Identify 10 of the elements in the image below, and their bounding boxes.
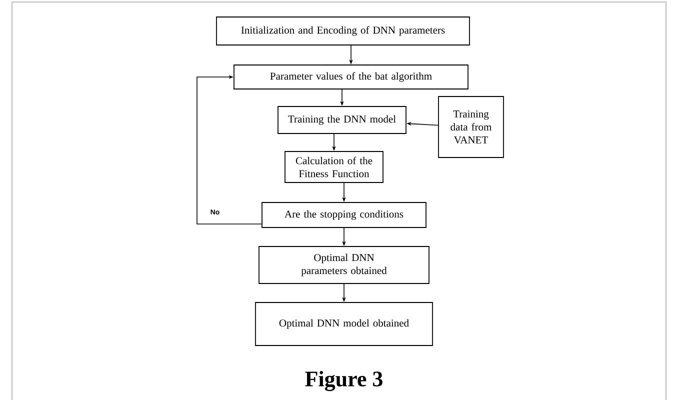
process-box: Training the DNN model (278, 106, 406, 134)
process-box: Parameter values of the bat algorithm (234, 64, 468, 90)
process-box: Calculation of the Fitness Function (284, 151, 384, 183)
process-box: Are the stopping conditions (262, 202, 426, 228)
process-box: Training data from VANET (438, 96, 504, 158)
process-box: Initialization and Encoding of DNN parameters (216, 16, 470, 46)
process-box: Optimal DNN parameters obtained (258, 246, 430, 284)
arrow (196, 75, 262, 224)
figure-caption: Figure 3 (305, 370, 382, 392)
process-box: Optimal DNN model obtained (255, 302, 433, 346)
